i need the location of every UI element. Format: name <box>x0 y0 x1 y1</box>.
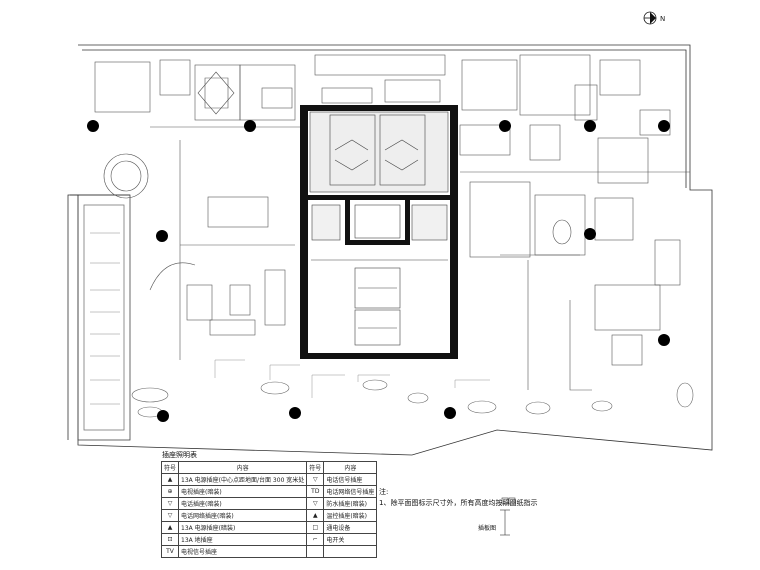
legend-content: 电话网络信号插座 <box>323 485 378 498</box>
notes-block: 注: 1、除平面图标示尺寸外，所有高度均按照图纸指示 <box>379 487 537 509</box>
legend-content: 电话信号插座 <box>323 473 378 486</box>
legend-content: 电视插座(暗装) <box>178 485 308 498</box>
legend-row: ▽ 电话插座(暗装) ▽ 防水插座(暗装) <box>160 497 378 510</box>
building-outline <box>67 44 713 456</box>
legend-symbol: ▲ <box>306 509 325 522</box>
scale-bar <box>500 497 516 536</box>
legend-content: 温控插座(暗装) <box>323 509 378 522</box>
legend-header-symbol: 符号 <box>160 461 180 474</box>
structural-columns <box>87 120 670 422</box>
legend-symbol: ▽ <box>160 509 180 522</box>
legend-content-empty <box>323 545 378 558</box>
legend-content: 通电设备 <box>323 521 378 534</box>
legend-symbol: ▲ <box>160 473 180 486</box>
legend-row: ▲ 13A 电源插座(中心点距地面/台面 300 宽米处 ▽ 电话信号插座 <box>160 473 378 486</box>
north-label: N <box>660 15 665 23</box>
legend-symbol: ⌐ <box>306 533 325 546</box>
legend-symbol: ▽ <box>306 473 325 486</box>
legend-content: 防水插座(暗装) <box>323 497 378 510</box>
notes-item: 1、除平面图标示尺寸外，所有高度均按照图纸指示 <box>379 499 538 507</box>
legend-row: ⊡ 13A 地插座 ⌐ 电开关 <box>160 533 378 546</box>
legend-symbol: ⊕ <box>160 485 180 498</box>
legend-table: 符号 内容 符号 内容 ▲ 13A 电源插座(中心点距地面/台面 300 宽米处… <box>160 461 378 558</box>
legend-content: 电话网络插座(暗装) <box>178 509 308 522</box>
legend-content: 电视信号插座 <box>178 545 308 558</box>
legend-symbol: □ <box>306 521 325 534</box>
legend-content: 13A 电源插座(中心点距地面/台面 300 宽米处 <box>178 473 308 486</box>
legend-symbol: ▲ <box>160 521 180 534</box>
upper-central-rooms <box>261 54 446 109</box>
core-walls <box>300 105 458 359</box>
legend-header-row: 符号 内容 符号 内容 <box>160 461 378 474</box>
legend-content: 电话插座(暗装) <box>178 497 308 510</box>
legend-symbol: ⊡ <box>160 533 180 546</box>
legend-header-content: 内容 <box>178 461 308 474</box>
legend-content: 电开关 <box>323 533 378 546</box>
scale-label: 插板图 <box>478 525 497 532</box>
legend-symbol: ▽ <box>160 497 180 510</box>
legend-row: ▽ 电话网络插座(暗装) ▲ 温控插座(暗装) <box>160 509 378 522</box>
stair-core <box>309 111 449 346</box>
north-arrow-icon <box>643 11 657 25</box>
terrace-rocks <box>131 379 694 418</box>
left-wing-rooms <box>94 59 300 360</box>
legend-row: ▲ 13A 电源插座(暗装) □ 通电设备 <box>160 521 378 534</box>
legend-symbol: TV <box>160 545 180 558</box>
legend-header-content-2: 内容 <box>323 461 378 474</box>
legend-header-symbol-2: 符号 <box>306 461 325 474</box>
annotation-leaders <box>214 359 490 398</box>
legend-content: 13A 地插座 <box>178 533 308 546</box>
legend-row: TV 电视信号插座 <box>160 545 378 558</box>
legend-content: 13A 电源插座(暗装) <box>178 521 308 534</box>
right-wing-rooms <box>459 54 690 391</box>
legend-symbol-empty <box>306 545 325 558</box>
legend-title: 插座照明表 <box>162 451 197 459</box>
balcony-labels <box>90 232 120 405</box>
legend-symbol: TD <box>306 485 325 498</box>
legend-row: ⊕ 电视插座(暗装) TD 电话网络信号插座 <box>160 485 378 498</box>
legend-symbol: ▽ <box>306 497 325 510</box>
notes-heading: 注: <box>379 488 389 496</box>
